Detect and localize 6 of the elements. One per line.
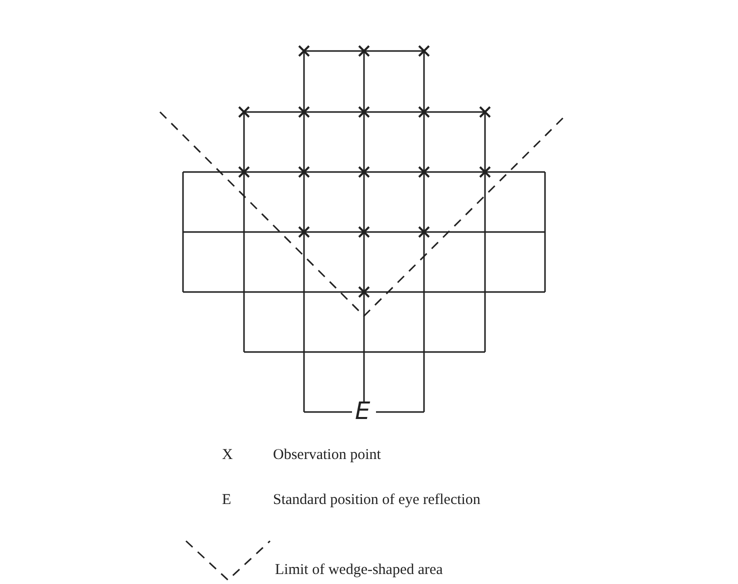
legend-text: Limit of wedge-shaped area bbox=[275, 561, 444, 579]
legend-symbol-letter: E bbox=[222, 491, 232, 509]
legend-text: Standard position of eye reflection bbox=[273, 491, 482, 509]
legend-symbol-letter: X bbox=[222, 446, 233, 464]
eye-position-letter: E bbox=[355, 398, 370, 424]
legend-text: Observation point bbox=[273, 446, 382, 464]
